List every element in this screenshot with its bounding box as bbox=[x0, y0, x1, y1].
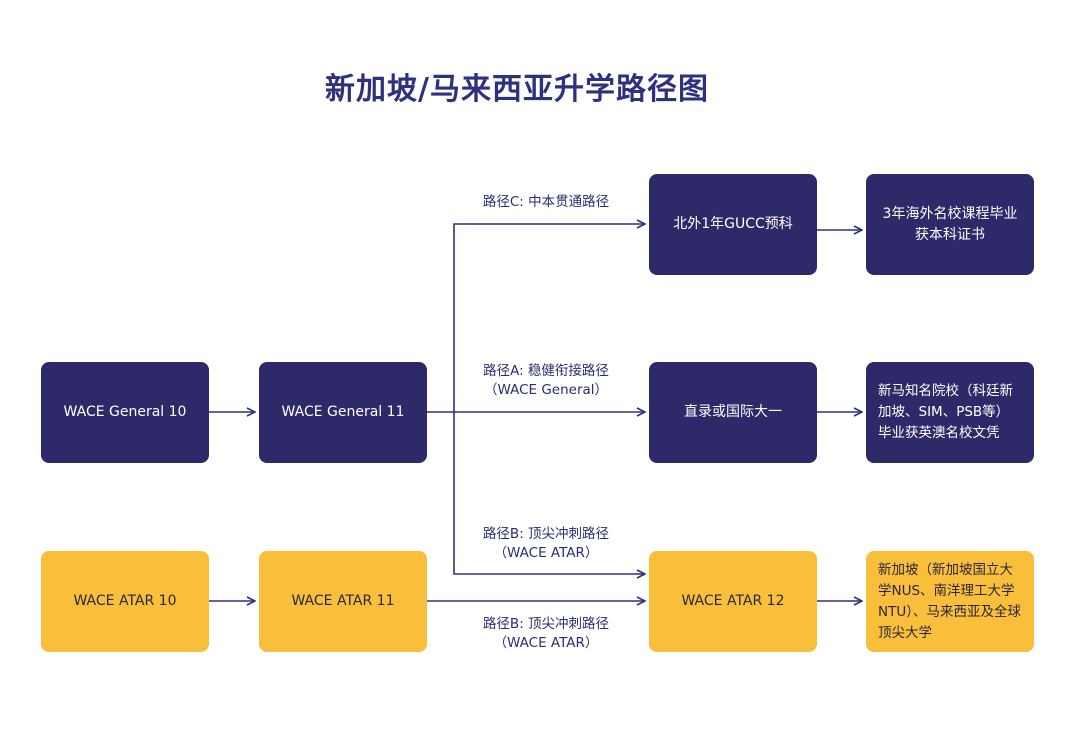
path-c-line1: 路径C: 中本贯通路径 bbox=[482, 194, 610, 210]
box-gucc-foundation: 北外1年GUCC预科 bbox=[649, 174, 817, 275]
box-sg-my-schools: 新马知名院校（科廷新加坡、SIM、PSB等）毕业获英澳名校文凭 bbox=[866, 362, 1034, 463]
box-wace-general-10: WACE General 10 bbox=[41, 362, 209, 463]
path-b-upper-label: 路径B: 顶尖冲刺路径 （WACE ATAR） bbox=[446, 525, 646, 563]
path-a-line2: （WACE General） bbox=[483, 382, 609, 398]
path-b-upper-line2: （WACE ATAR） bbox=[493, 545, 599, 561]
box-wace-atar-12: WACE ATAR 12 bbox=[649, 551, 817, 652]
box-overseas-degree: 3年海外名校课程毕业获本科证书 bbox=[866, 174, 1034, 275]
path-b-lower-line1: 路径B: 顶尖冲刺路径 bbox=[482, 616, 610, 632]
path-b-lower-line2: （WACE ATAR） bbox=[493, 635, 599, 651]
path-a-label: 路径A: 稳健衔接路径 （WACE General） bbox=[446, 362, 646, 400]
box-wace-atar-11: WACE ATAR 11 bbox=[259, 551, 427, 652]
page-title: 新加坡/马来西亚升学路径图 bbox=[325, 72, 709, 107]
path-c-label: 路径C: 中本贯通路径 bbox=[446, 193, 646, 212]
path-b-lower-label: 路径B: 顶尖冲刺路径 （WACE ATAR） bbox=[446, 615, 646, 653]
path-a-line1: 路径A: 稳健衔接路径 bbox=[483, 363, 609, 379]
arrow-general11-to-gucc bbox=[453, 224, 645, 412]
arrow-general11-to-atar12 bbox=[453, 412, 645, 574]
path-b-upper-line1: 路径B: 顶尖冲刺路径 bbox=[482, 526, 610, 542]
box-wace-general-11: WACE General 11 bbox=[259, 362, 427, 463]
box-wace-atar-10: WACE ATAR 10 bbox=[41, 551, 209, 652]
box-direct-entry: 直录或国际大一 bbox=[649, 362, 817, 463]
box-top-universities: 新加坡（新加坡国立大学NUS、南洋理工大学NTU）、马来西亚及全球顶尖大学 bbox=[866, 551, 1034, 652]
